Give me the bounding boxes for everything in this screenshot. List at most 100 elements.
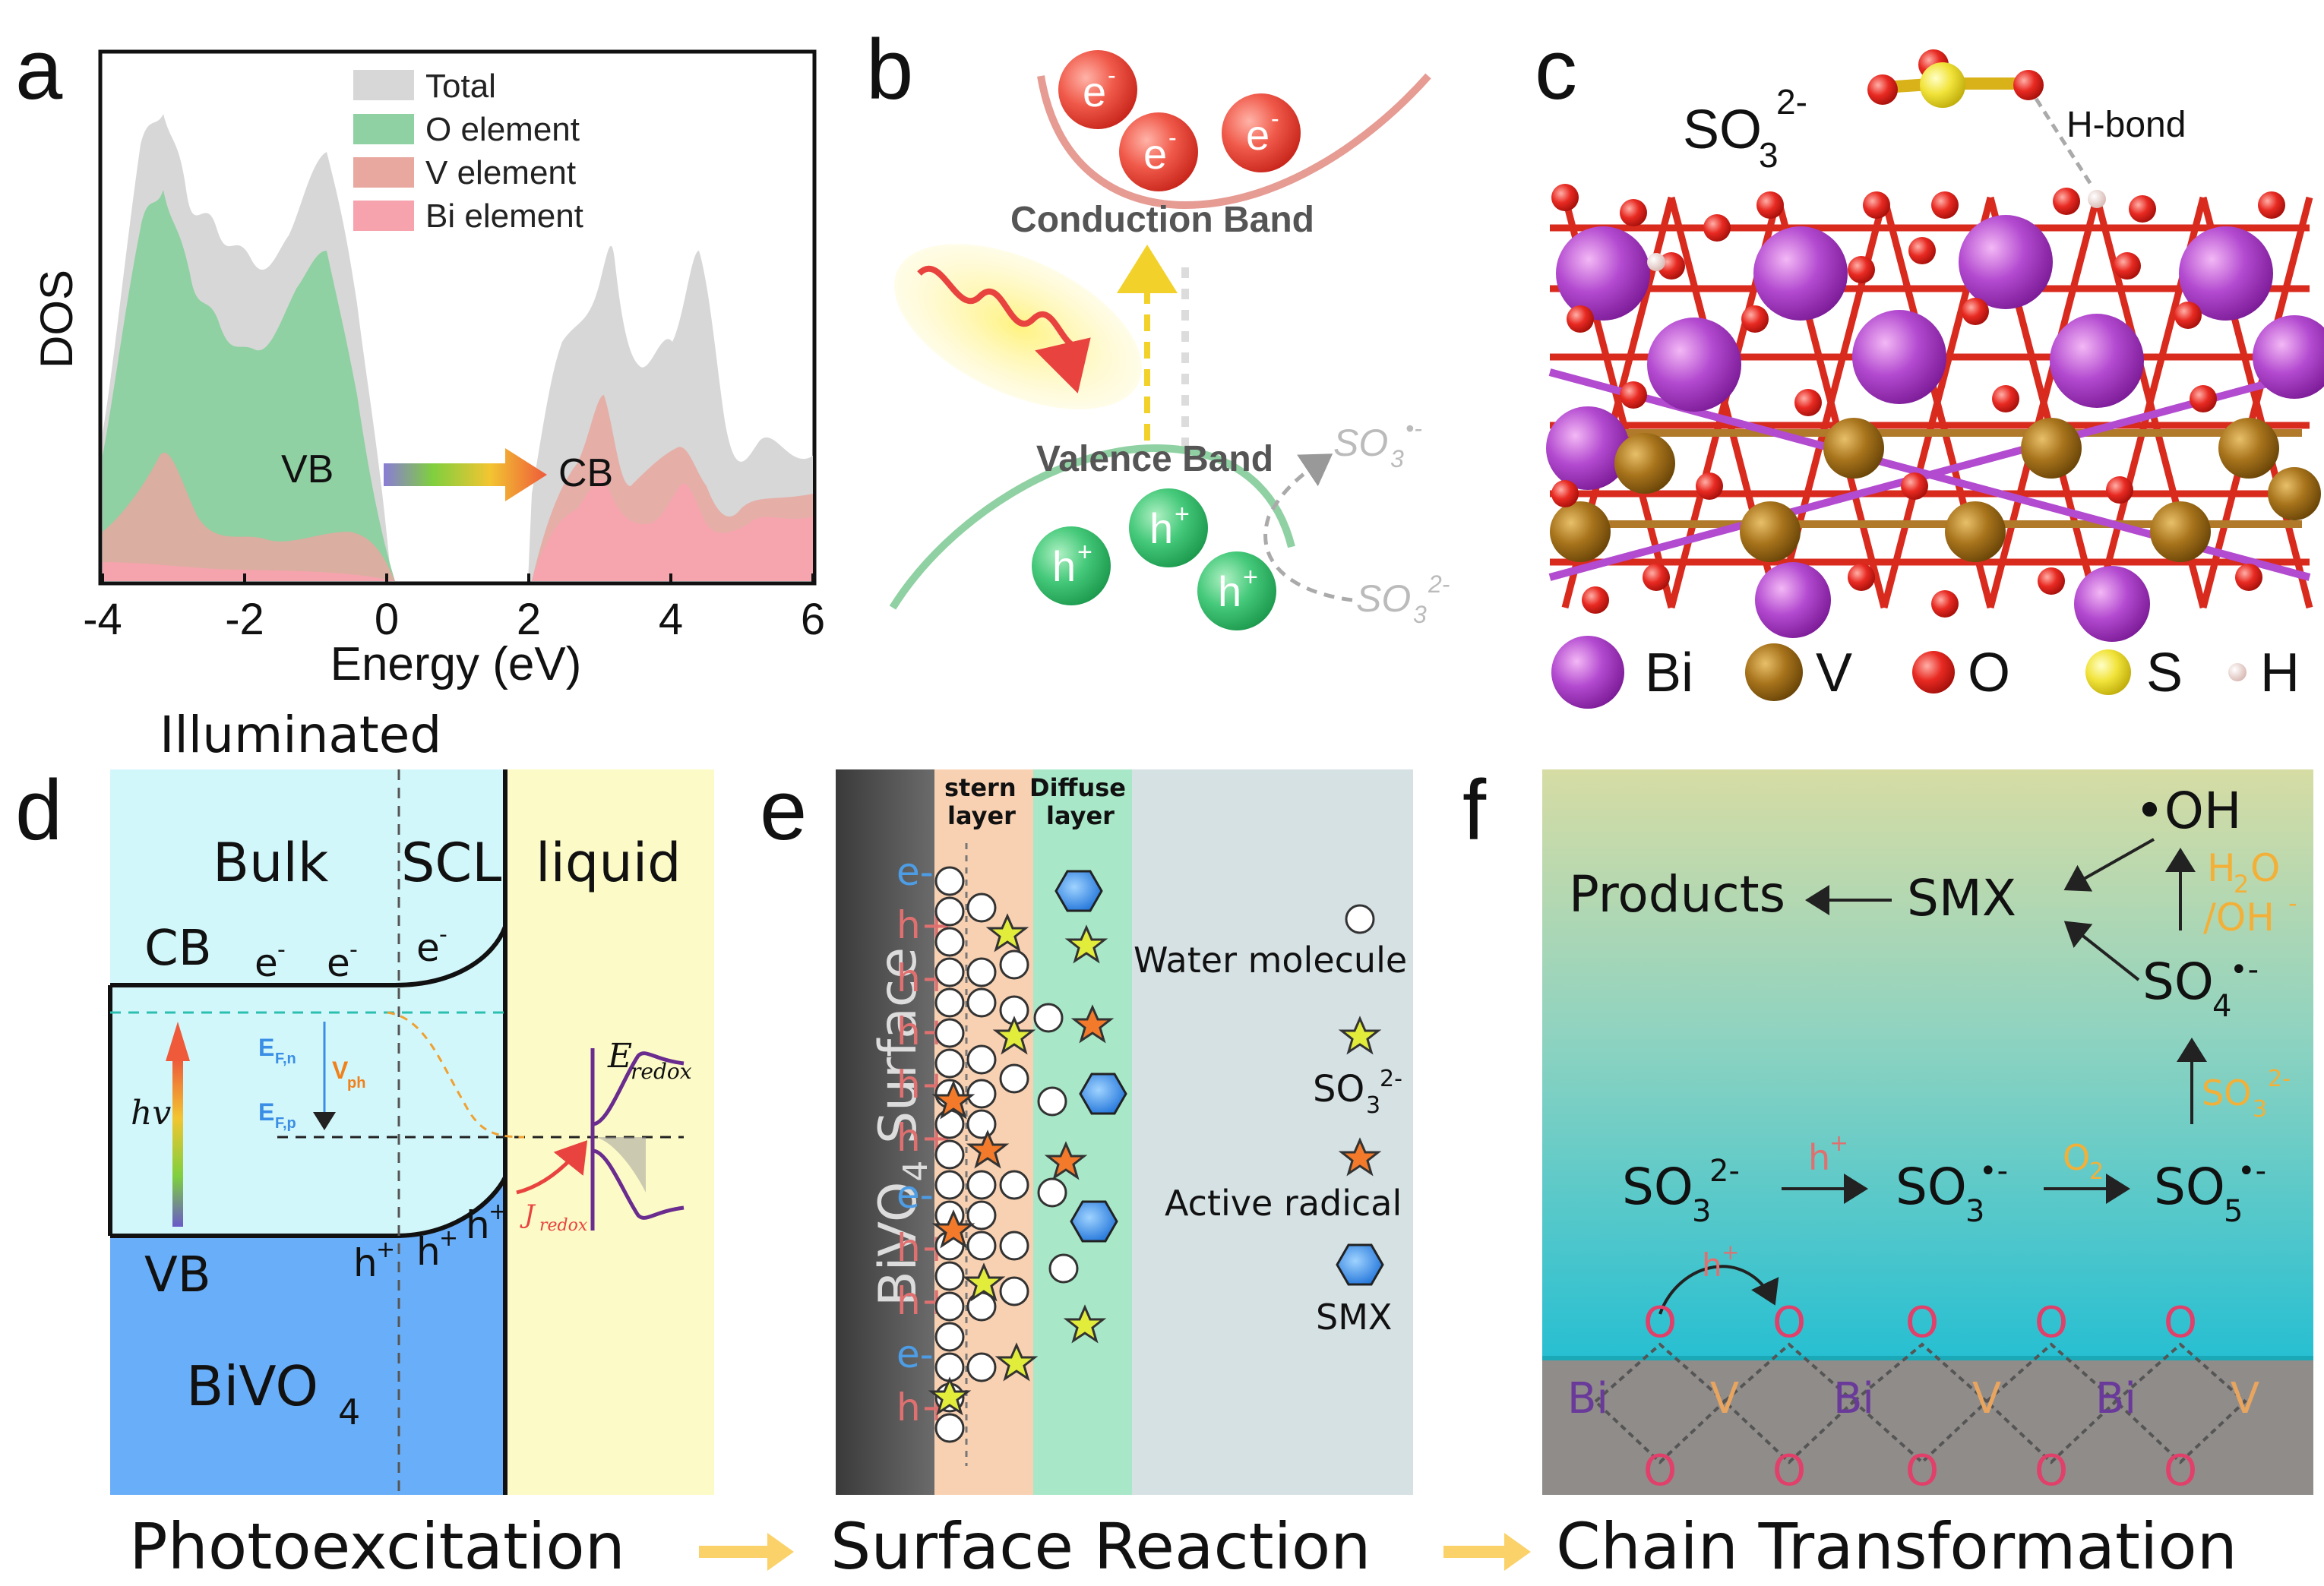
stern-label-2: layer: [947, 801, 1016, 830]
panel-letter-a: a: [15, 22, 63, 117]
svg-text:•-: •-: [2237, 1154, 2266, 1189]
svg-text:e-: e-: [896, 850, 934, 894]
light-glow: [894, 244, 1142, 409]
svg-text:3: 3: [1965, 1194, 1984, 1229]
hole-particle: [1197, 551, 1276, 630]
svg-text:4: 4: [338, 1392, 360, 1433]
svg-text:ph: ph: [347, 1075, 365, 1092]
legend-v: V element: [425, 154, 576, 191]
svg-text:O: O: [1905, 1446, 1939, 1496]
svg-text:3: 3: [1366, 1092, 1380, 1119]
so5-radical-chain: SO 5 •-: [2154, 1154, 2266, 1229]
svg-text:V: V: [1972, 1374, 2001, 1423]
svg-text:O: O: [1643, 1446, 1677, 1496]
svg-text:3: 3: [1692, 1194, 1711, 1229]
dos-x-tick-labels: -4 -2 0 2 4 6: [83, 595, 825, 644]
electron-charge: -: [1108, 62, 1116, 89]
diffuse-label-2: layer: [1046, 801, 1115, 830]
oxygen-atoms: [1551, 184, 2285, 618]
efp-label: E F,p: [258, 1098, 296, 1132]
svg-text:Bi: Bi: [2095, 1374, 2136, 1423]
so3-molecule: [1867, 49, 2044, 108]
electron-particle: [1119, 112, 1198, 191]
panel-letter-f: f: [1462, 763, 1487, 858]
lattice-top-oxygens: O O O O O: [1643, 1298, 2197, 1347]
electron-particle: [1058, 50, 1137, 129]
svg-text:O: O: [1643, 1298, 1677, 1347]
panel-letter-c: c: [1535, 22, 1577, 117]
legend-water-label: Water molecule: [1134, 940, 1407, 981]
svg-text:Bi: Bi: [1567, 1374, 1608, 1423]
so3-ion-label: SO 3 2-: [1356, 570, 1450, 628]
svg-text:4: 4: [2212, 989, 2231, 1024]
vb-label: VB: [281, 447, 334, 491]
so3-stars: [928, 913, 1108, 1416]
svg-text:O: O: [2063, 1137, 2090, 1178]
oxygen-atom: [1867, 74, 1898, 105]
svg-text:2-: 2-: [1380, 1066, 1402, 1092]
footer-step-chain-transformation: Chain Transformation: [1556, 1509, 2237, 1584]
valence-band-label: Valence Band: [1036, 439, 1273, 479]
panel-letter-b: b: [866, 22, 913, 117]
bandgap-arrow: [384, 448, 547, 501]
h2o-label: H 2 O /OH -: [2203, 846, 2297, 940]
hydrogen-atoms: [1647, 190, 2106, 271]
legend-water-icon: [1345, 904, 1375, 934]
quasi-fermi-curve: [387, 1011, 525, 1139]
hole-label: h: [1052, 542, 1076, 590]
svg-text:+: +: [376, 1237, 395, 1263]
so4-radical-label: SO 4 •-: [2142, 953, 2259, 1024]
svg-text:5: 5: [2224, 1194, 2243, 1229]
svg-text:O: O: [2164, 1446, 2197, 1496]
cb-electrons: e - e - e -: [255, 921, 447, 985]
svg-text:O: O: [2164, 1298, 2197, 1347]
legend-total: Total: [425, 68, 496, 105]
bivo4-surface-slab: [836, 769, 934, 1495]
tick-label: 6: [801, 595, 825, 644]
lattice-metals: Bi V Bi V Bi V: [1567, 1374, 2259, 1423]
footer-arrow-2: [1443, 1533, 1531, 1571]
hplus-step-label: h +: [1808, 1130, 1848, 1178]
panel-b: b Conduction Band e - e - e - Valence Ba…: [866, 22, 1450, 630]
electron-charge: -: [1271, 105, 1279, 132]
so3-radical-chain: SO 3 •-: [1896, 1154, 2008, 1229]
h-bond-label: H-bond: [2066, 105, 2186, 145]
legend-h-label: H: [2260, 643, 2300, 703]
svg-text:SO: SO: [1356, 577, 1411, 620]
svg-text:e: e: [416, 926, 440, 970]
lattice-bottom-oxygens: O O O O O: [1643, 1446, 2197, 1496]
svg-text:+: +: [1722, 1240, 1739, 1265]
hole-transfer-arrow: [1658, 1265, 1779, 1315]
valence-band-curve: [889, 444, 1295, 610]
svg-text:e-: e-: [896, 1332, 934, 1376]
svg-text:F,n: F,n: [275, 1050, 296, 1067]
legend-smx-label: SMX: [1316, 1297, 1392, 1338]
panel-c: c SO 3 2- H-bond: [1535, 22, 2324, 709]
efn-label: E F,n: [258, 1034, 296, 1067]
water-molecules: [934, 866, 1079, 1443]
radical-stars: [931, 1004, 1115, 1249]
svg-text:SO: SO: [2154, 1158, 2225, 1216]
legend-o-label: O: [1968, 643, 2010, 703]
valence-fill: [110, 1177, 505, 1495]
svg-text:SO: SO: [1313, 1068, 1364, 1111]
svg-text:h: h: [1702, 1246, 1722, 1284]
legend-bi: Bi element: [425, 197, 583, 235]
conduction-band-curve: [1037, 73, 1431, 210]
panel-d: d Illuminated hv Bulk SCL liquid CB VB B…: [15, 706, 714, 1495]
svg-text:2: 2: [2089, 1158, 2104, 1185]
smx-label: SMX: [1907, 869, 2016, 927]
legend-swatch-o: [353, 114, 414, 144]
svg-text:-: -: [2288, 889, 2297, 918]
diffuse-label-1: Diffuse: [1029, 773, 1126, 802]
hole-transfer-label: h +: [1702, 1240, 1739, 1284]
svg-text:•-: •-: [2230, 953, 2259, 987]
layer-labels: stern layer Diffuse layer: [944, 773, 1126, 830]
svg-text:h: h: [1808, 1137, 1830, 1178]
vb-label-d: VB: [144, 1247, 211, 1303]
cb-label: CB: [558, 451, 613, 495]
so4-to-smx-arrow: [2063, 921, 2140, 981]
products-label: Products: [1569, 865, 1785, 924]
bulk-solution-bg: [1132, 769, 1413, 1495]
tick-label: 0: [375, 595, 399, 644]
